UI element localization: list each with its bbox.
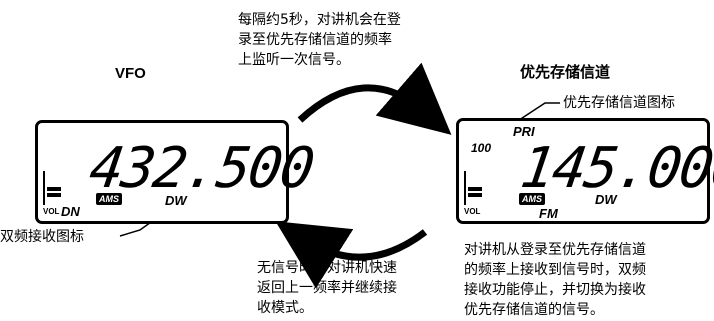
forward-arc-arrow [297, 62, 452, 135]
vfo-lcd-display: 432.500 AMS DW DN VOL [35, 120, 317, 224]
vol-label: VOL [464, 207, 481, 216]
dw-indicator: DW [165, 193, 187, 208]
priority-lcd-display: PRI 100 145.000 AMS DW FM VOL [456, 118, 714, 224]
dn-indicator: DN [61, 204, 80, 219]
volume-scale-icon [43, 171, 45, 205]
bottom-left-note: 无信号时，对讲机快速 返回上一频率并继续接 收模式。 [257, 260, 397, 316]
bottom-right-note: 对讲机从登录至优先存储信道 的频率上接收到信号时，双频 接收功能停止，并切换为接… [464, 242, 646, 318]
ams-badge: AMS [96, 193, 122, 205]
vol-label: VOL [43, 207, 60, 216]
pri-icon-label: 优先存储信道图标 [563, 95, 675, 111]
volume-bar-icon [47, 193, 61, 197]
fm-indicator: FM [539, 206, 558, 221]
priority-title: 优先存储信道 [520, 64, 611, 81]
vfo-title: VFO [115, 65, 146, 82]
vfo-frequency: 432.500 [85, 136, 317, 201]
pri-indicator: PRI [513, 124, 535, 139]
dw-indicator: DW [595, 192, 617, 207]
dw-icon-label: 双频接收图标 [0, 229, 84, 245]
volume-bar-icon [468, 193, 482, 197]
channel-number: 100 [471, 141, 492, 155]
return-arc-arrow [275, 221, 428, 289]
volume-bar-icon [47, 187, 61, 191]
volume-bar-icon [468, 187, 482, 191]
top-note: 每隔约5秒，对讲机会在登 录至优先存储信道的频率 上监听一次信号。 [238, 12, 401, 68]
volume-scale-icon [464, 171, 466, 205]
priority-frequency: 145.000 [516, 136, 714, 201]
ams-badge: AMS [519, 193, 545, 205]
